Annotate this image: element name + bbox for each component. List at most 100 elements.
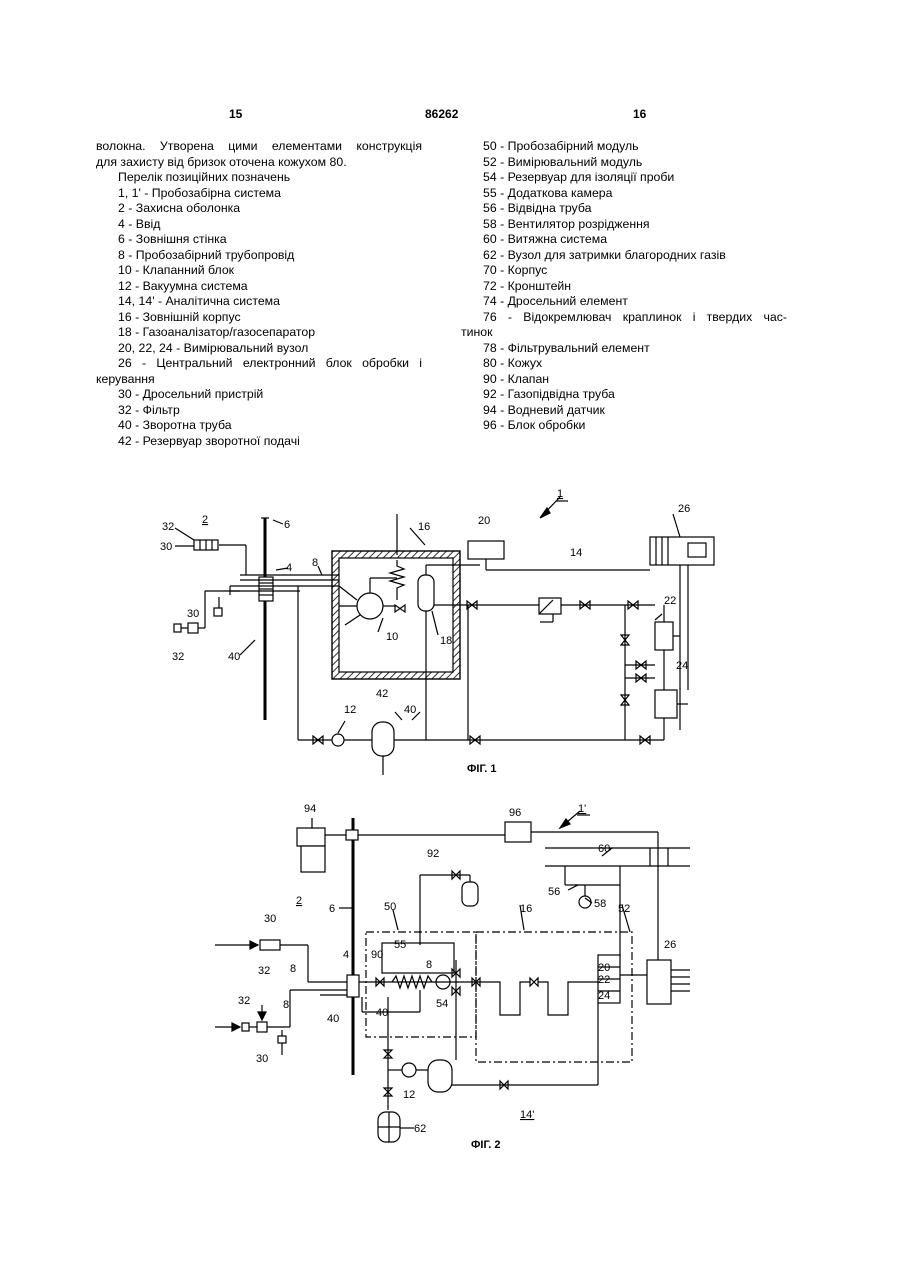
figure-label: 56 (548, 886, 560, 898)
list-item: 8 - Пробозабірний трубопровід (96, 248, 422, 264)
list-item-continuation: тинок (461, 325, 787, 341)
list-item: 60 - Витяжна система (461, 232, 787, 248)
figure-label: 32 (172, 651, 184, 663)
figure-label: 6 (329, 903, 335, 915)
list-item: 20, 22, 24 - Вимірювальний вузол (96, 341, 422, 357)
list-item: 90 - Клапан (461, 372, 787, 388)
figure-label: 94 (304, 803, 316, 815)
figure-label: 22 (664, 595, 676, 607)
list-item: 18 - Газоаналізатор/газосепаратор (96, 325, 422, 341)
list-item: 26 - Центральний електронний блок обробк… (96, 356, 422, 372)
list-item: 76 - Відокремлювач краплинок і твердих ч… (461, 310, 787, 326)
figure-label: 32 (238, 995, 250, 1007)
figure-label: 8 (426, 959, 432, 971)
list-item: 92 - Газопідвідна труба (461, 387, 787, 403)
list-item: 55 - Додаткова камера (461, 186, 787, 202)
list-item: 74 - Дросельний елемент (461, 294, 787, 310)
list-item: 2 - Захисна оболонка (96, 201, 422, 217)
figure-label: 40 (376, 1007, 388, 1019)
list-item: 62 - Вузол для затримки благородних газі… (461, 248, 787, 264)
figure-2-schematic: 94 96 1' 60 92 56 58 2 6 50 16 52 30 32 … (0, 795, 900, 1160)
list-item: 40 - Зворотна труба (96, 418, 422, 434)
figure-label: 40 (404, 704, 416, 716)
list-item: 10 - Клапанний блок (96, 263, 422, 279)
figure-label: 30 (256, 1053, 268, 1065)
figure-label: 40 (228, 651, 240, 663)
list-item: 4 - Ввід (96, 217, 422, 233)
list-item: 32 - Фільтр (96, 403, 422, 419)
figure-label: 12 (403, 1089, 415, 1101)
figure-label: 16 (520, 903, 532, 915)
list-item: 52 - Вимірювальний модуль (461, 155, 787, 171)
figure-2-lines (215, 811, 690, 1142)
list-item: 6 - Зовнішня стінка (96, 232, 422, 248)
figure-label: 52 (618, 903, 630, 915)
intro-line-2: для захисту від бризок оточена кожухом 8… (96, 155, 422, 171)
left-text-column: волокна. Утворена цими елементами констр… (96, 139, 422, 449)
figure-label: 90 (371, 949, 383, 961)
figure-label: 16 (418, 521, 430, 533)
list-item: 14, 14' - Аналітична система (96, 294, 422, 310)
figure-label: 60 (598, 843, 610, 855)
figure-label: 54 (436, 998, 448, 1010)
figure-label: 30 (264, 913, 276, 925)
list-item: 96 - Блок обробки (461, 418, 787, 434)
figure-label: 30 (187, 608, 199, 620)
figure-label: 8 (290, 963, 296, 975)
list-item: 42 - Резервуар зворотної подачі (96, 434, 422, 450)
intro-line-1: волокна. Утворена цими елементами констр… (96, 139, 422, 155)
list-item: 70 - Корпус (461, 263, 787, 279)
figure-label: 92 (427, 848, 439, 860)
figure-label: 2 (202, 514, 208, 526)
figure-label: 14' (520, 1109, 534, 1121)
list-item-continuation: керування (96, 372, 422, 388)
page-number-right: 16 (633, 107, 646, 121)
figure-label: 55 (394, 939, 406, 951)
list-item: 50 - Пробозабірний модуль (461, 139, 787, 155)
figure-label: 20 (478, 515, 490, 527)
figure-label: 50 (384, 901, 396, 913)
figure-1-schematic: 32 2 30 6 4 8 30 32 40 16 10 18 20 14 1 … (0, 480, 900, 790)
list-item: 30 - Дросельний пристрій (96, 387, 422, 403)
list-item: 1, 1' - Пробозабірна система (96, 186, 422, 202)
figure-label: 14 (570, 547, 582, 559)
list-item: 80 - Кожух (461, 356, 787, 372)
figure-label: 1 (557, 488, 563, 500)
page-number-left: 15 (229, 107, 242, 121)
figure-label: 4 (286, 562, 292, 574)
figure-label: 8 (283, 999, 289, 1011)
figure-label: 18 (440, 635, 452, 647)
list-item: 54 - Резервуар для ізоляції проби (461, 170, 787, 186)
figure-label: 30 (160, 541, 172, 553)
figure-label: 26 (678, 503, 690, 515)
figure-label: 42 (376, 688, 388, 700)
figure-label: 32 (258, 965, 270, 977)
document-number: 86262 (425, 107, 458, 121)
list-item: 78 - Фільтрувальний елемент (461, 341, 787, 357)
figure-label: 8 (312, 557, 318, 569)
figure-label: 20 (598, 962, 610, 974)
list-item: 16 - Зовнішній корпус (96, 310, 422, 326)
figure-label: 2 (296, 895, 302, 907)
figure-label: 24 (598, 990, 610, 1002)
figure-label: 58 (594, 898, 606, 910)
list-heading: Перелік позиційних позначень (96, 170, 422, 186)
figure-label: 40 (327, 1013, 339, 1025)
figure-2-caption: ФІГ. 2 (471, 1139, 501, 1151)
right-text-column: 50 - Пробозабірний модуль 52 - Вимірювал… (461, 139, 787, 434)
list-item: 72 - Кронштейн (461, 279, 787, 295)
figure-label: 24 (676, 660, 688, 672)
figure-1-caption: ФІГ. 1 (467, 763, 497, 775)
figure-label: 96 (509, 807, 521, 819)
figure-label: 4 (343, 949, 349, 961)
list-item: 12 - Вакуумна система (96, 279, 422, 295)
list-item: 56 - Відвідна труба (461, 201, 787, 217)
list-item: 94 - Водневий датчик (461, 403, 787, 419)
figure-label: 26 (664, 939, 676, 951)
list-item: 58 - Вентилятор розрідження (461, 217, 787, 233)
figure-label: 12 (344, 704, 356, 716)
figure-label: 22 (598, 974, 610, 986)
figure-label: 32 (162, 521, 174, 533)
figure-label: 62 (414, 1123, 426, 1135)
figure-label: 6 (284, 519, 290, 531)
